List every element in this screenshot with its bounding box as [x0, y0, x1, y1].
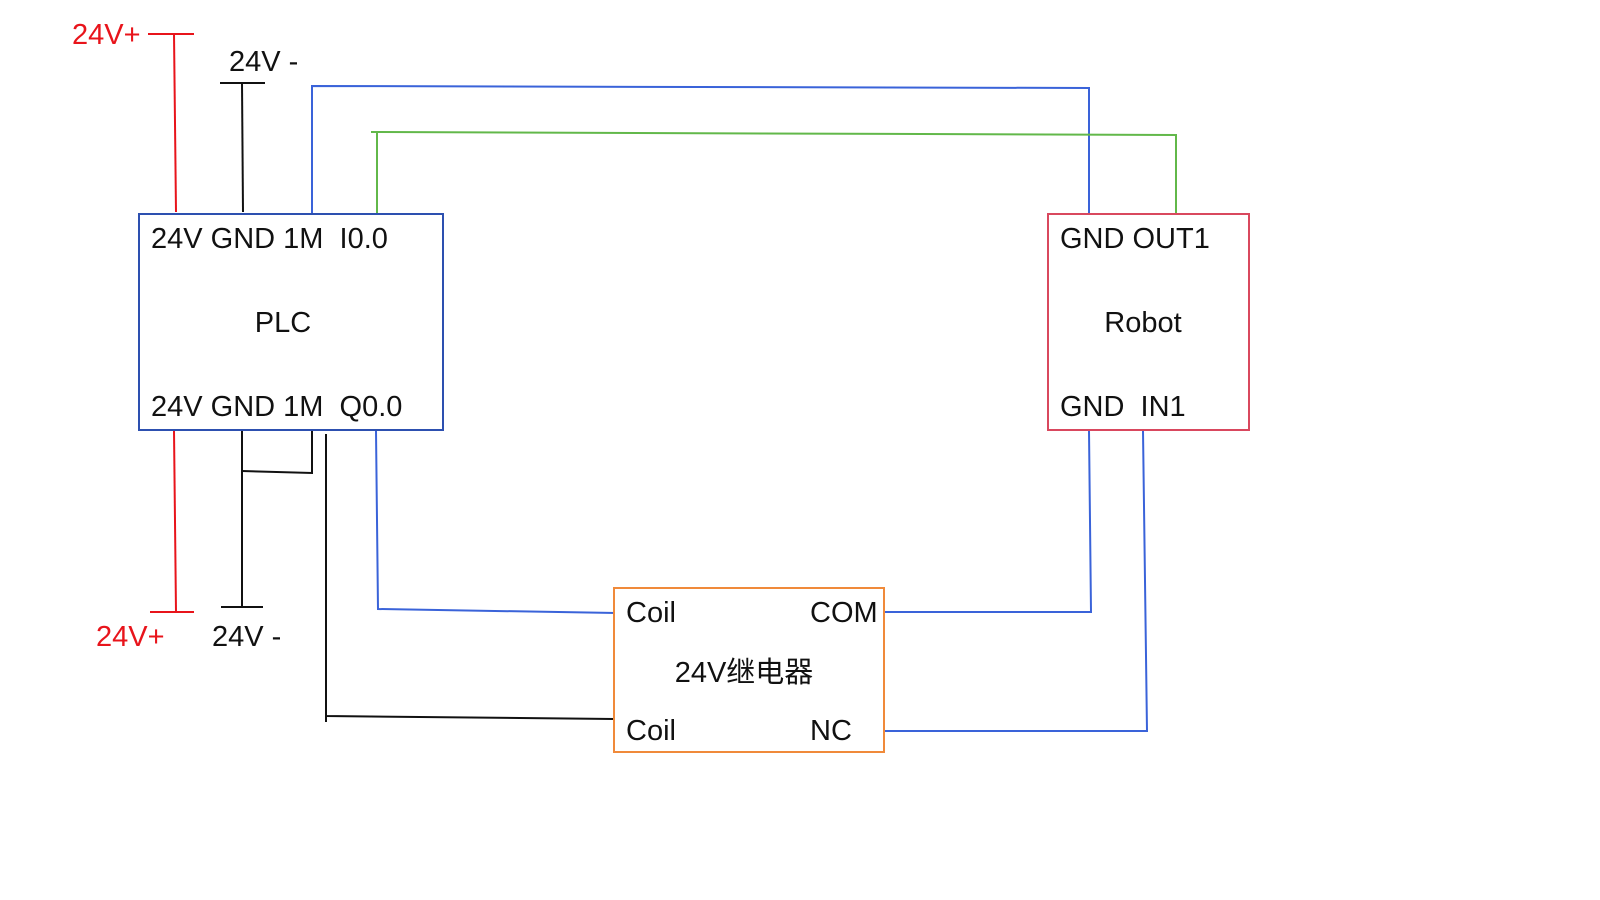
bottom-positive-wire [173, 430, 177, 613]
relay-coil-bottom-label: Coil [626, 715, 676, 747]
wire-relay-nc-to-robot-in1 [884, 430, 1149, 732]
wire-plc-gnd-to-relay-coil [325, 434, 615, 720]
bottom-supply: 24V+ 24V - [96, 430, 313, 653]
plc-bottom-pin-labels: 24V GND 1M Q0.0 [151, 391, 402, 423]
wire-plc-1m-to-robot-gnd [311, 84, 1090, 214]
plc-block: 24V GND 1M I0.0 PLC 24V GND 1M Q0.0 [138, 213, 444, 431]
relay-nc-label: NC [810, 715, 852, 747]
robot-block: GND OUT1 Robot GND IN1 [1047, 213, 1250, 431]
wire-plc-q00-to-relay-coil [375, 430, 617, 614]
robot-bottom-pin-labels: GND IN1 [1060, 391, 1186, 423]
relay-title: 24V继电器 [675, 656, 814, 689]
bottom-positive-label: 24V+ [96, 621, 165, 653]
top-supply: 24V+ 24V - [72, 19, 298, 213]
relay-block: Coil COM 24V继电器 Coil NC [613, 587, 885, 753]
plc-top-pin-labels: 24V GND 1M I0.0 [151, 223, 388, 255]
relay-coil-top-label: Coil [626, 597, 676, 629]
wire-relay-com-to-robot-gnd [884, 430, 1093, 613]
relay-com-label: COM [810, 597, 878, 629]
top-negative-label: 24V - [229, 46, 298, 78]
plc-title: PLC [255, 307, 311, 339]
top-positive-label: 24V+ [72, 19, 141, 51]
gnd-1m-jumper-wire [241, 431, 313, 475]
top-negative-wire [241, 82, 244, 213]
bottom-negative-label: 24V - [212, 621, 281, 653]
robot-box [1047, 213, 1250, 431]
plc-box [138, 213, 444, 431]
robot-title: Robot [1104, 307, 1181, 339]
robot-top-pin-labels: GND OUT1 [1060, 223, 1210, 255]
wire-plc-i00-to-robot-out1 [376, 130, 1177, 214]
relay-box [613, 587, 885, 753]
top-positive-wire [173, 33, 177, 213]
